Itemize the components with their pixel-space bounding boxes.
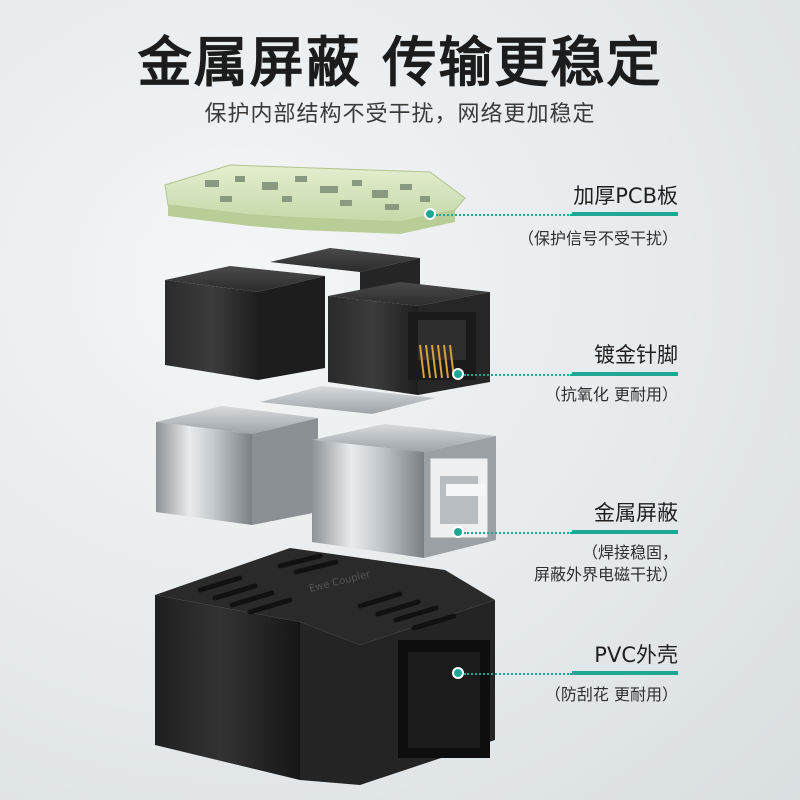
callout-shield-dot [452,526,464,538]
inner-plastic-modules [165,248,490,395]
callout-pins-title: 镀金针脚 [594,343,678,367]
callout-pvc-dot [452,667,464,679]
page-subtitle: 保护内部结构不受干扰，网络更加稳定 [204,102,596,127]
callout-shield-guide [464,532,572,534]
callout-shield-desc-line1: （焊接稳固， [581,543,678,562]
callout-pcb-title: 加厚PCB板 [573,184,678,208]
callout-pcb-guide [436,214,572,216]
callout-pins-guide [464,374,572,376]
callout-shield-bar [572,530,678,534]
callout-pvc-bar [572,671,678,675]
callout-pvc-title: PVC外壳 [594,643,678,667]
callout-pvc-guide [464,673,572,675]
metal-shields [156,386,496,558]
pcb-board [164,164,466,234]
callout-pcb-desc: （保护信号不受干扰） [517,229,678,248]
callout-pins-desc: （抗氧化 更耐用） [544,385,678,404]
callout-shield-title: 金属屏蔽 [594,501,678,525]
callout-pins-dot [452,368,464,380]
callout-pvc-desc: （防刮花 更耐用） [544,685,678,704]
callout-pcb-dot [424,208,436,220]
callout-pcb-bar [572,212,678,216]
callout-pins-bar [572,372,678,376]
callout-shield-desc-line2: 屏蔽外界电磁干扰） [533,565,678,584]
page-title: 金属屏蔽 传输更稳定 [137,31,663,94]
pvc-housing: Ewe Coupler [155,548,495,785]
